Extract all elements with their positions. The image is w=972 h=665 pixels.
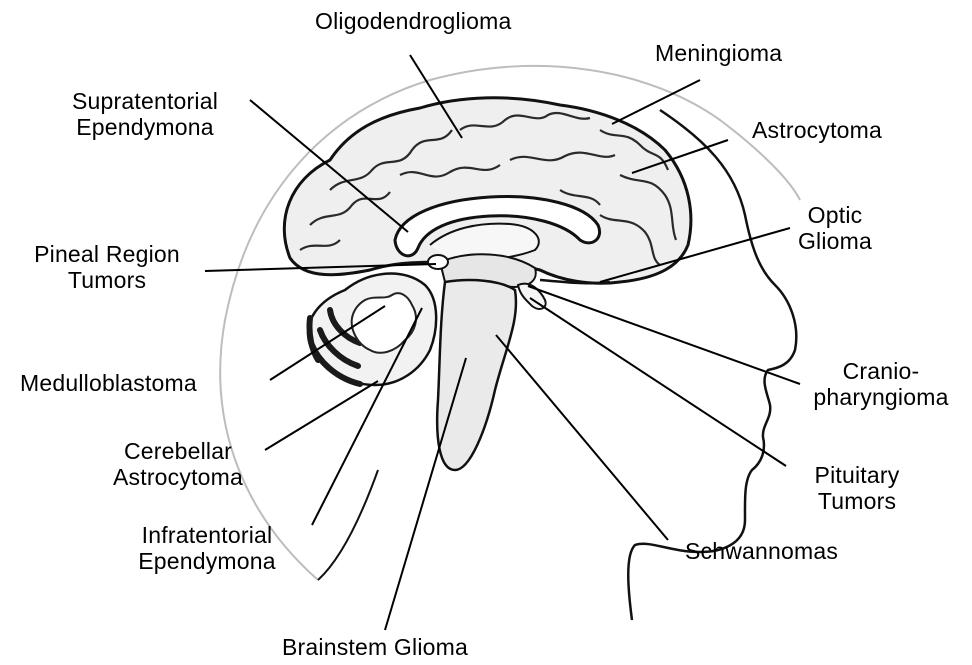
label-optic-line2: Glioma	[780, 228, 890, 254]
label-infratentorial-ependymona: Infratentorial Ependymona	[102, 522, 312, 574]
leader-cranio	[528, 286, 800, 384]
brainstem	[437, 280, 516, 470]
label-brainstem-glioma: Brainstem Glioma	[282, 634, 468, 660]
label-craniopharyngioma: Cranio- pharyngioma	[796, 358, 966, 410]
label-infratentorial-line1: Infratentorial	[102, 522, 312, 548]
label-meningioma: Meningioma	[655, 40, 782, 66]
label-pituitary-tumors: Pituitary Tumors	[782, 462, 932, 514]
label-pineal-line1: Pineal Region	[2, 241, 212, 267]
leader-cerebellar	[265, 381, 378, 450]
neck-outline	[318, 470, 378, 580]
label-optic-glioma: Optic Glioma	[780, 202, 890, 254]
label-astrocytoma: Astrocytoma	[752, 117, 882, 143]
label-pituitary-line2: Tumors	[782, 488, 932, 514]
label-pineal-line2: Tumors	[2, 267, 212, 293]
label-optic-line1: Optic	[780, 202, 890, 228]
pineal-gland	[428, 255, 448, 269]
label-cerebellar-line2: Astrocytoma	[78, 464, 278, 490]
label-pituitary-line1: Pituitary	[782, 462, 932, 488]
leader-pituitary	[530, 298, 786, 466]
label-pineal-region-tumors: Pineal Region Tumors	[2, 241, 212, 293]
label-meningioma-text: Meningioma	[655, 40, 782, 66]
leader-schwannomas	[496, 335, 668, 540]
leader-brainstem	[385, 358, 466, 630]
label-cranio-line2: pharyngioma	[796, 384, 966, 410]
label-cranio-line1: Cranio-	[796, 358, 966, 384]
label-cerebellar-astrocytoma: Cerebellar Astrocytoma	[78, 438, 278, 490]
label-astrocytoma-text: Astrocytoma	[752, 117, 882, 143]
label-brainstem-text: Brainstem Glioma	[282, 634, 468, 660]
label-schwannomas-text: Schwannomas	[685, 538, 838, 564]
label-medulloblastoma-text: Medulloblastoma	[20, 370, 197, 396]
label-supratentorial-line2: Ependymona	[40, 114, 250, 140]
label-oligodendroglioma: Oligodendroglioma	[315, 8, 511, 34]
label-infratentorial-line2: Ependymona	[102, 548, 312, 574]
label-oligodendroglioma-text: Oligodendroglioma	[315, 8, 511, 34]
label-medulloblastoma: Medulloblastoma	[20, 370, 197, 396]
label-schwannomas: Schwannomas	[685, 538, 838, 564]
label-supratentorial-ependymona: Supratentorial Ependymona	[40, 88, 250, 140]
label-cerebellar-line1: Cerebellar	[78, 438, 278, 464]
label-supratentorial-line1: Supratentorial	[40, 88, 250, 114]
